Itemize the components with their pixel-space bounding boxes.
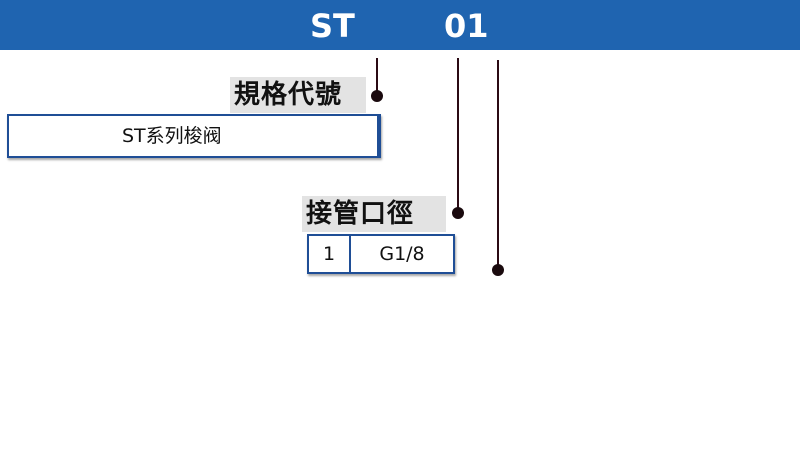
spec-connector-line: [376, 58, 378, 94]
spec-value-text: ST系列梭阀: [122, 125, 222, 147]
port-size-table: 1 G1/8: [307, 234, 455, 274]
port-connector-line: [457, 58, 459, 210]
model-code-header: ST 01: [0, 0, 800, 50]
port-size-label: 接管口徑: [302, 196, 446, 232]
extra-connector-dot: [492, 264, 504, 276]
spec-value-box: ST系列梭阀: [7, 114, 381, 158]
port-code-cell: 1: [309, 236, 351, 272]
spec-connector-dot: [371, 90, 383, 102]
port-code-segment: 01: [444, 7, 489, 45]
extra-connector-line: [497, 60, 499, 268]
series-code-segment: ST: [310, 7, 355, 45]
spec-code-label: 規格代號: [230, 77, 366, 113]
port-size-cell: G1/8: [379, 243, 425, 265]
port-connector-dot: [452, 207, 464, 219]
